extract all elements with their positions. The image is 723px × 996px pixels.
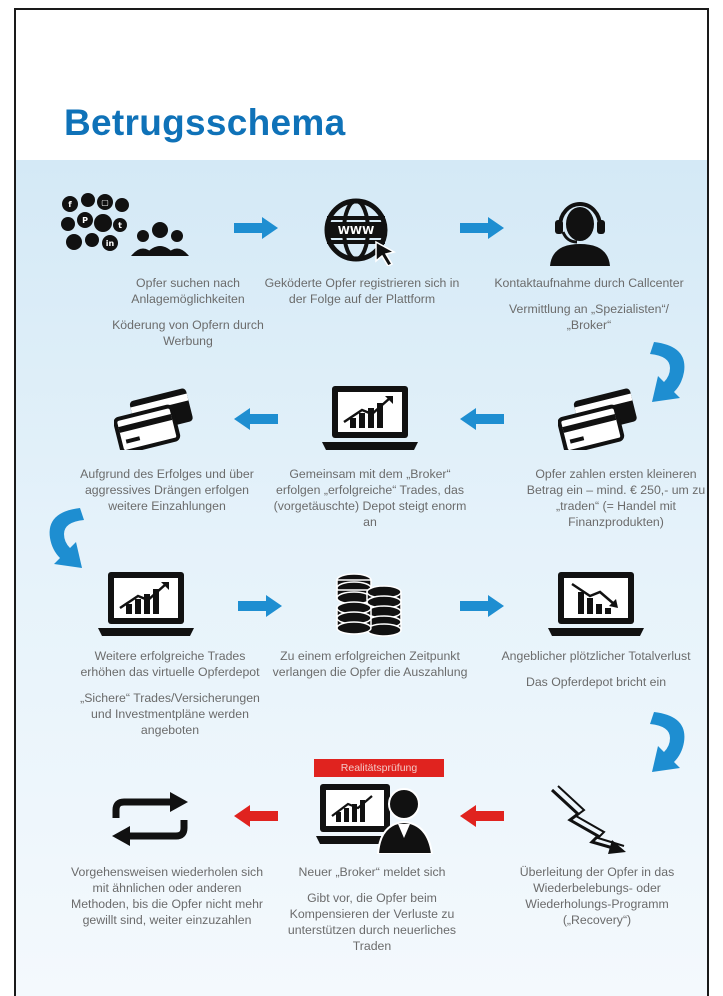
curved-arrow-down-icon <box>644 710 688 774</box>
step-8-text-1: Zu einem erfolgreichen Zeitpunkt verlang… <box>272 649 468 679</box>
laptop-broker-icon <box>316 780 434 854</box>
step-12-caption: Vorgehensweisen wiederholen sich mit ähn… <box>64 864 270 938</box>
reality-check-badge: Realitätsprüfung <box>314 759 444 777</box>
arrow-left-icon <box>234 408 278 430</box>
step-10-text-1: Überleitung der Opfer in das Wiederbeleb… <box>519 865 675 927</box>
laptop-rising-chart-icon <box>322 384 418 454</box>
laptop-rising-chart-icon <box>98 570 194 640</box>
svg-text:P: P <box>82 216 88 225</box>
step-9-caption: Angeblicher plötzlicher Totalverlust Das… <box>498 648 694 700</box>
step-3-text-2: Vermittlung an „Spezialisten“/„Broker“ <box>509 302 669 332</box>
step-10-caption: Überleitung der Opfer in das Wiederbeleb… <box>494 864 700 938</box>
arrow-left-icon <box>234 805 278 827</box>
step-11-text-1: Neuer „Broker“ meldet sich <box>298 865 446 879</box>
step-1-text-2: Köderung von Opfern durch Werbung <box>112 318 264 348</box>
arrow-left-icon <box>460 805 504 827</box>
call-center-agent-icon <box>548 198 612 266</box>
broken-arrow-icon <box>548 784 628 856</box>
step-8-caption: Zu einem erfolgreichen Zeitpunkt verlang… <box>272 648 468 690</box>
step-11-text-2: Gibt vor, die Opfer beim Kompensieren de… <box>287 891 457 953</box>
svg-text:f: f <box>68 200 72 209</box>
arrow-right-icon <box>234 217 278 239</box>
svg-text:t: t <box>118 221 122 230</box>
step-1-text-1: Opfer suchen nach Anlagemöglichkeiten <box>131 276 245 306</box>
arrow-right-icon <box>460 595 504 617</box>
step-4-text-1: Opfer zahlen ersten kleineren Betrag ein… <box>526 467 706 529</box>
step-2-caption: Geköderte Opfer registrieren sich in der… <box>264 275 460 317</box>
step-9-text-2: Das Opferdepot bricht ein <box>525 675 667 689</box>
www-globe-icon: WWW <box>322 198 398 266</box>
step-7-caption: Weitere erfolgreiche Trades erhöhen das … <box>72 648 268 748</box>
step-1-caption: Opfer suchen nach Anlagemöglichkeiten Kö… <box>90 275 286 359</box>
credit-cards-icon <box>558 386 638 450</box>
page-title: Betrugsschema <box>64 102 346 143</box>
step-4-caption: Opfer zahlen ersten kleineren Betrag ein… <box>518 466 707 540</box>
svg-text:WWW: WWW <box>338 224 374 237</box>
step-7-text-2: „Sichere“ Trades/Versicherungen und Inve… <box>80 691 260 737</box>
step-5-text-1: Gemeinsam mit dem „Broker“ erfolgen „erf… <box>273 467 467 529</box>
step-12-text-1: Vorgehensweisen wiederholen sich mit ähn… <box>70 865 264 927</box>
step-9-text-1: Angeblicher plötzlicher Totalverlust <box>501 649 691 663</box>
step-7-text-1: Weitere erfolgreiche Trades erhöhen das … <box>80 649 260 679</box>
repeat-loop-icon <box>104 792 196 846</box>
step-6-text-1: Aufgrund des Erfolges und über aggressiv… <box>80 467 254 513</box>
step-3-caption: Kontaktaufnahme durch Callcenter Vermitt… <box>491 275 687 343</box>
curved-arrow-down-icon <box>46 506 90 570</box>
coin-stacks-icon <box>334 572 404 638</box>
step-6-caption: Aufgrund des Erfolges und über aggressiv… <box>64 466 270 524</box>
curved-arrow-down-icon <box>644 340 688 404</box>
step-3-text-1: Kontaktaufnahme durch Callcenter <box>494 276 684 290</box>
laptop-falling-chart-icon <box>548 570 644 640</box>
credit-cards-icon <box>114 386 194 450</box>
arrow-right-icon <box>238 595 282 617</box>
arrow-left-icon <box>460 408 504 430</box>
arrow-right-icon <box>460 217 504 239</box>
step-5-caption: Gemeinsam mit dem „Broker“ erfolgen „erf… <box>272 466 468 540</box>
svg-text:▢: ▢ <box>101 198 109 207</box>
step-2-text-1: Geköderte Opfer registrieren sich in der… <box>264 276 460 306</box>
step-11-caption: Neuer „Broker“ meldet sich Gibt vor, die… <box>274 864 470 964</box>
svg-text:in: in <box>106 239 115 248</box>
